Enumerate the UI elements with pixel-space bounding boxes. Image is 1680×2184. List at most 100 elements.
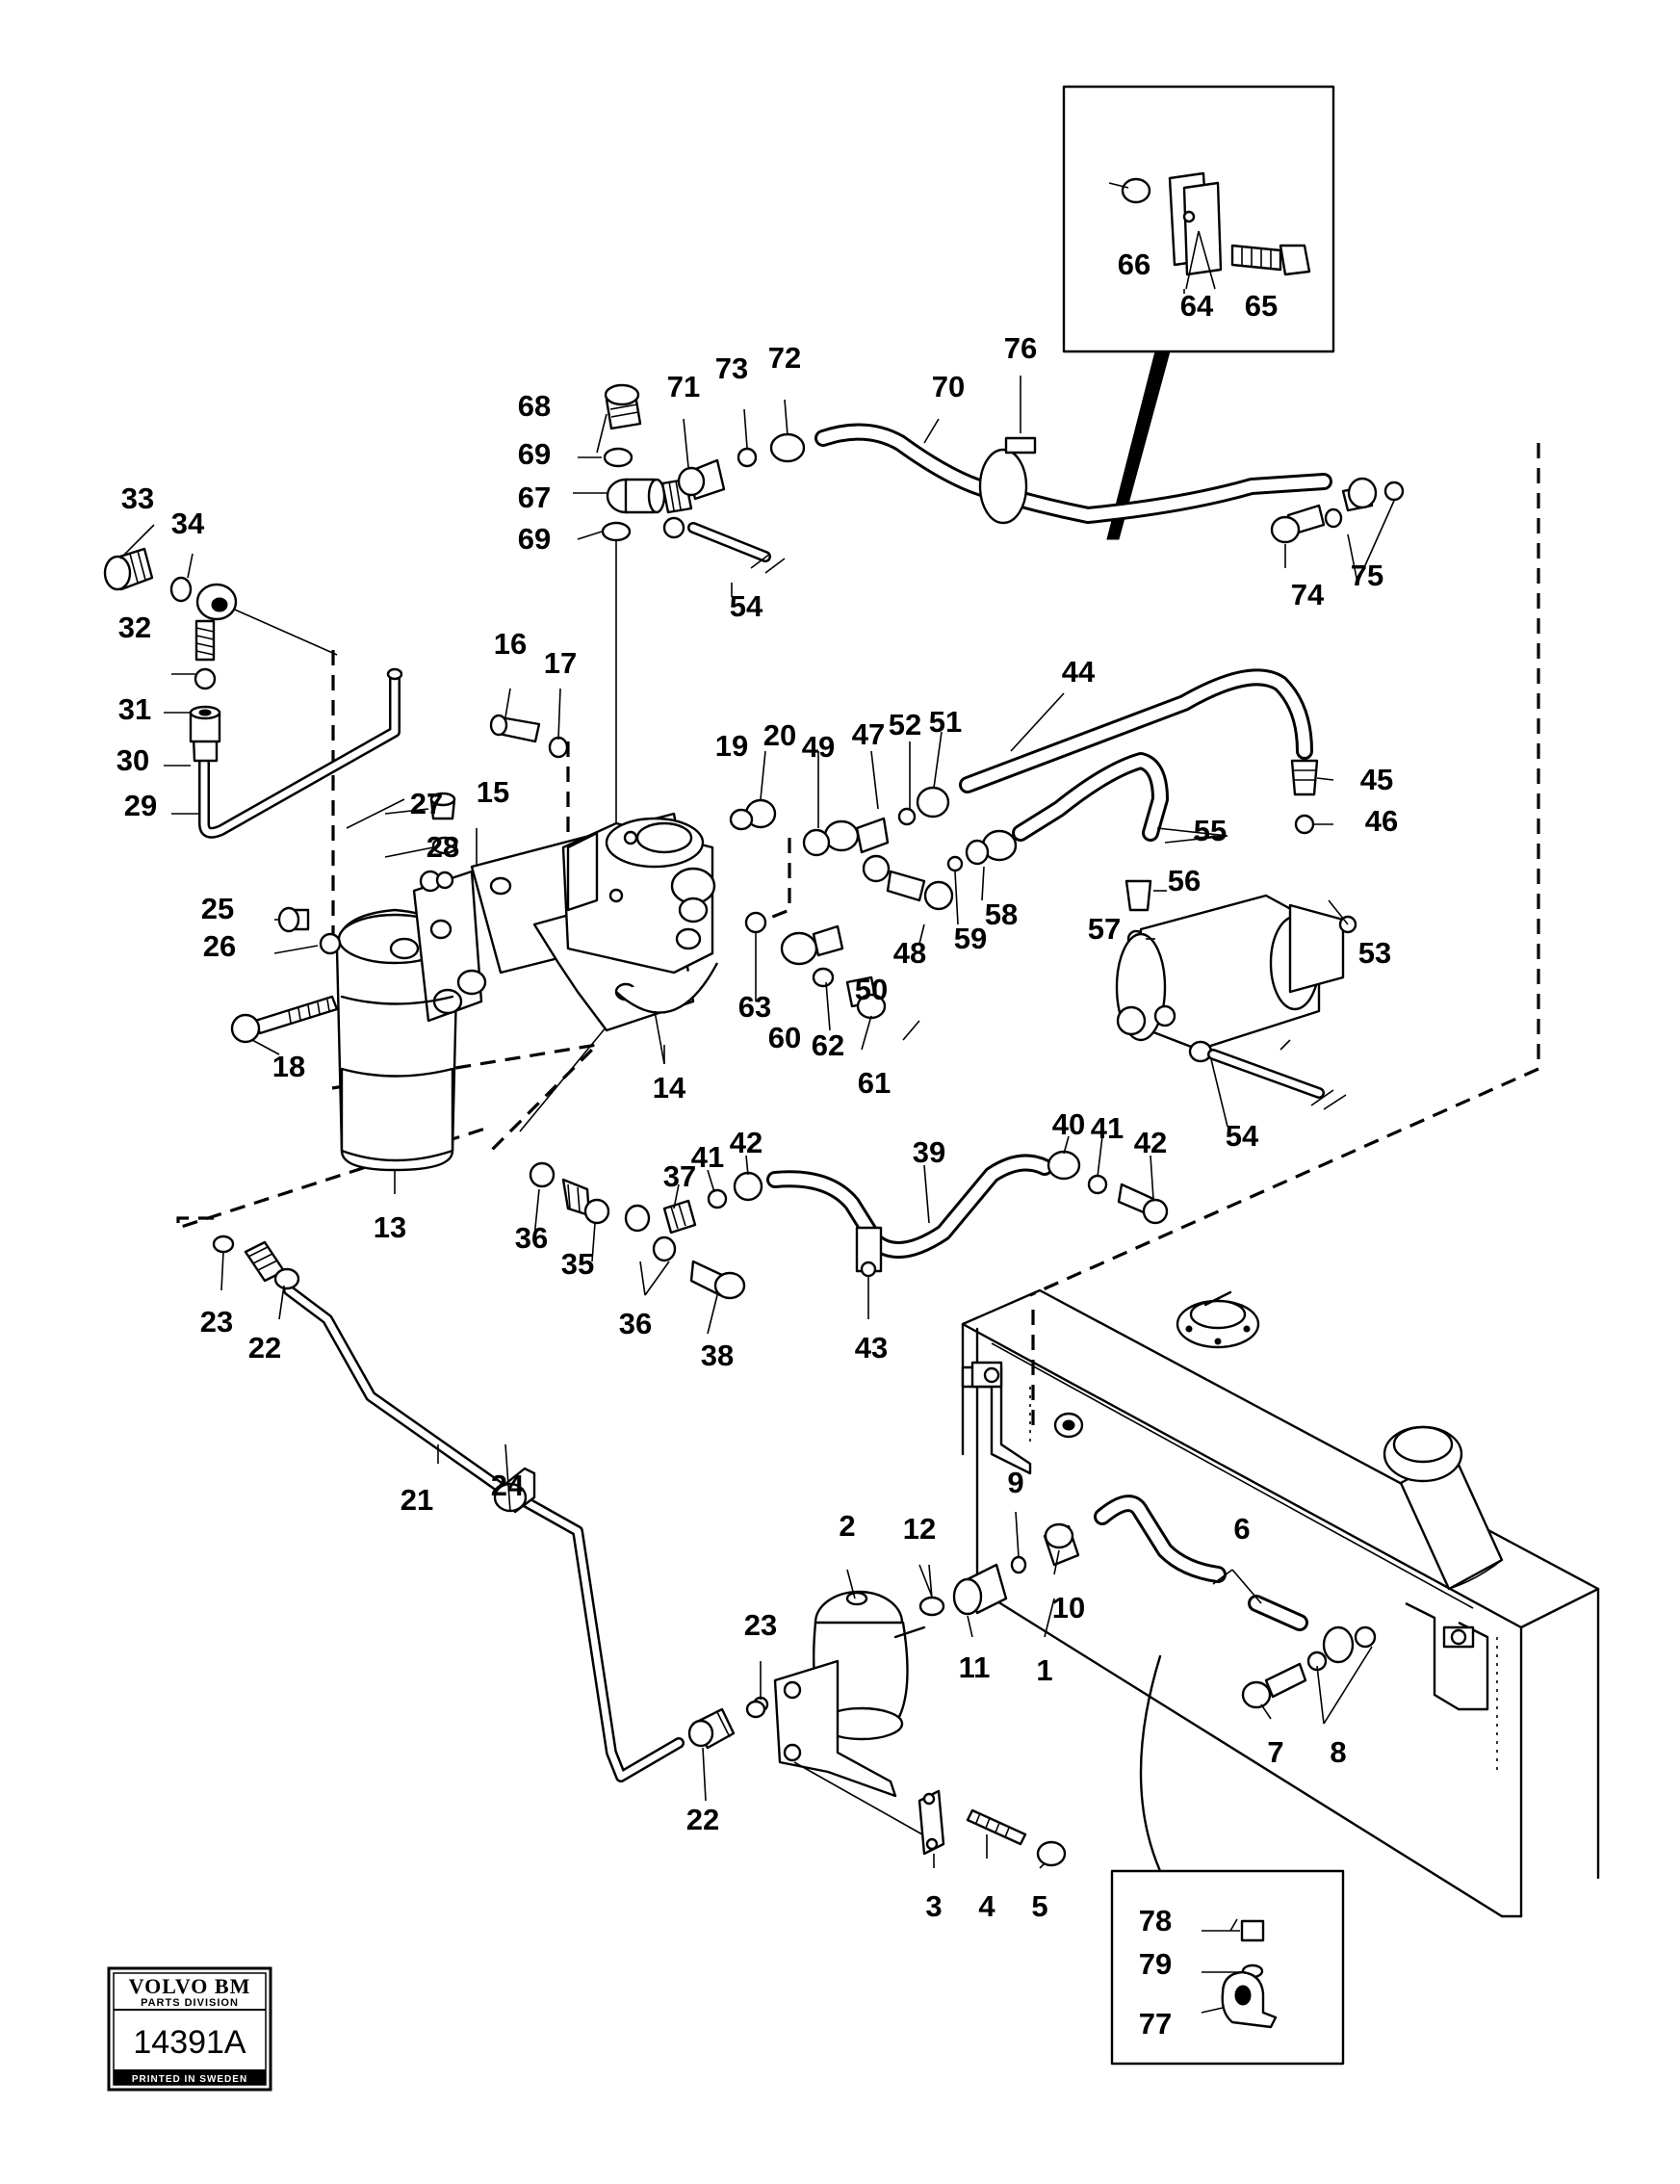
hose-44-group [729,668,1319,911]
fuel-tank [961,1288,1600,1918]
callout-40: 40 [1052,1107,1085,1141]
badge-printed: PRINTED IN SWEDEN [132,2074,247,2085]
callout-57: 57 [1088,912,1121,946]
callout-22: 22 [248,1331,281,1365]
callout-49: 49 [802,730,835,764]
callout-21: 21 [401,1483,433,1517]
banjo-67-group [601,383,806,574]
return-pipe-29 [103,547,403,839]
callout-18: 18 [272,1050,305,1083]
callout-6: 6 [1233,1512,1250,1546]
callout-16: 16 [494,627,527,661]
callout-33: 33 [121,481,154,515]
callout-26: 26 [203,929,236,963]
callout-13: 13 [374,1210,406,1244]
callout-69: 69 [518,522,551,556]
callout-20: 20 [763,718,796,752]
callout-50: 50 [855,973,888,1006]
callout-42: 42 [730,1126,762,1159]
callout-25: 25 [201,892,234,925]
filter-head-14 [561,817,719,1014]
callout-41: 41 [1091,1111,1124,1145]
callout-42: 42 [1134,1126,1167,1159]
callout-64: 64 [1180,289,1214,323]
callout-32: 32 [118,611,151,644]
callout-9: 9 [1007,1466,1023,1499]
fitting-22-23-upper [212,1235,300,1290]
callout-30: 30 [116,743,149,777]
callout-75: 75 [1351,559,1383,592]
callout-4: 4 [978,1889,995,1923]
fitting-22-23-lower [687,1700,766,1750]
fuel-pump-53 [1115,894,1357,1110]
callout-76: 76 [1004,331,1037,365]
feed-pump [752,1590,926,1798]
callout-19: 19 [715,729,748,763]
callout-48: 48 [893,936,926,970]
callout-14: 14 [653,1071,686,1105]
callout-78: 78 [1139,1904,1172,1937]
callout-37: 37 [663,1159,696,1193]
callout-77: 77 [1139,2007,1172,2041]
callout-3: 3 [925,1889,942,1923]
callout-1: 1 [1036,1653,1052,1687]
callout-52: 52 [889,708,921,741]
callout-59: 59 [954,922,987,955]
callout-23: 23 [200,1305,233,1339]
callout-62: 62 [812,1028,844,1062]
pump-mount-3-4-5 [793,1761,1067,1867]
volvo-bm-badge: VOLVO BM PARTS DIVISION 14391A PRINTED I… [107,1966,272,2092]
callout-46: 46 [1365,804,1398,838]
callout-41: 41 [691,1140,724,1174]
pump-to-tank-hose [918,1495,1377,1709]
callout-65: 65 [1245,289,1278,323]
callout-51: 51 [929,705,962,739]
callout-36: 36 [619,1307,652,1340]
callout-8: 8 [1330,1735,1346,1769]
callout-12: 12 [903,1512,936,1546]
callout-63: 63 [738,990,771,1024]
callout-43: 43 [855,1331,888,1365]
callout-56: 56 [1168,864,1201,897]
callout-36: 36 [515,1221,548,1255]
callout-61: 61 [858,1066,891,1100]
hose-55-group [744,752,1169,1020]
callout-73: 73 [715,351,748,385]
callout-53: 53 [1358,936,1391,970]
callout-17: 17 [544,646,577,680]
detail-box-bracket [1062,85,1335,540]
callout-35: 35 [561,1247,594,1281]
hose-70 [814,423,1405,544]
callout-68: 68 [518,389,551,423]
callout-24: 24 [491,1469,525,1502]
callout-15: 15 [477,775,509,809]
fuel-pipe-21 [283,1285,685,1782]
callout-66: 66 [1118,247,1150,281]
callout-7: 7 [1267,1735,1283,1769]
callout-69: 69 [518,437,551,471]
callout-23: 23 [744,1608,777,1642]
callout-58: 58 [985,897,1018,931]
callout-44: 44 [1062,655,1096,689]
callout-74: 74 [1291,578,1325,611]
callout-70: 70 [932,370,965,403]
badge-brand: VOLVO BM [129,1974,251,1998]
callout-5: 5 [1031,1889,1047,1923]
callout-22: 22 [686,1803,719,1836]
callout-39: 39 [913,1135,945,1169]
callout-47: 47 [852,717,885,751]
callout-55: 55 [1194,814,1227,847]
callout-29: 29 [124,789,157,822]
hose-39-group [529,1150,1169,1300]
callout-45: 45 [1360,763,1393,796]
callout-38: 38 [701,1339,734,1372]
callout-54: 54 [730,589,763,623]
badge-drawing-number: 14391A [133,2024,246,2061]
callout-28: 28 [426,830,459,864]
leader-lines [119,182,1395,2014]
callout-34: 34 [171,507,205,540]
detail-box-clip [1110,1654,1345,2066]
callout-2: 2 [839,1509,855,1543]
